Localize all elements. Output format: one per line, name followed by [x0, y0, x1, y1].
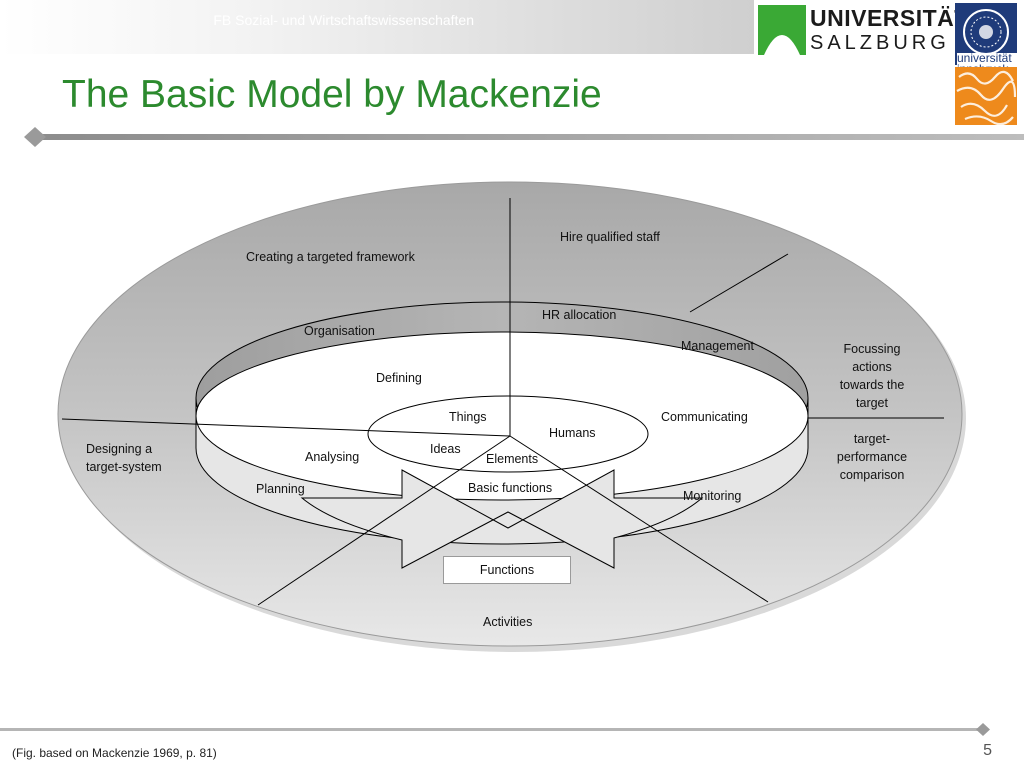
header-bar: FB Sozial- und Wirtschaftswissenschaften: [0, 0, 754, 54]
label-creating-framework: Creating a targeted framework: [246, 250, 415, 264]
label-defining: Defining: [376, 371, 422, 385]
core-ellipse: [367, 395, 649, 473]
label-focussing-line1: Focussing: [843, 342, 901, 356]
label-focussing: Focussing actions towards the target: [826, 340, 918, 412]
label-basic-functions: Basic functions: [468, 481, 553, 495]
label-humans: Humans: [549, 426, 596, 440]
label-focussing-line2: actions: [852, 360, 892, 374]
university-logo-line2: SALZBURG: [810, 32, 950, 54]
label-focussing-line4: target: [856, 396, 888, 410]
slide-title: The Basic Model by Mackenzie: [62, 73, 602, 116]
label-designing-line1: Designing a: [86, 442, 153, 456]
label-management: Management: [681, 339, 754, 353]
label-hire-staff: Hire qualified staff: [560, 230, 660, 244]
divider-lines: [61, 198, 944, 606]
label-comparison-line2: performance: [836, 450, 908, 464]
title-divider: [24, 127, 1024, 147]
functions-arrows: [300, 469, 704, 569]
label-activities: Activities: [483, 615, 533, 629]
innsbruck-pattern-icon: [955, 67, 1017, 125]
label-organisation: Organisation: [304, 324, 375, 338]
mackenzie-model-diagram: [57, 181, 966, 652]
label-comparison-line1: target-: [853, 432, 891, 446]
label-analysing: Analysing: [305, 450, 360, 464]
label-designing-line2: target-system: [86, 460, 162, 474]
innsbruck-logo: universität innsbruck: [955, 3, 1017, 125]
label-focussing-line3: towards the: [839, 378, 905, 392]
figure-source-note: (Fig. based on Mackenzie 1969, p. 81): [12, 746, 217, 760]
page-number: 5: [983, 742, 992, 759]
faculty-name: FB Sozial- und Wirtschaftswissenschaften: [213, 12, 474, 28]
label-elements: Elements: [486, 452, 539, 466]
label-comparison-line3: comparison: [839, 468, 905, 482]
label-designing: Designing a target-system: [86, 440, 162, 476]
label-things: Things: [449, 410, 487, 424]
label-monitoring: Monitoring: [683, 489, 742, 503]
label-comparison: target- performance comparison: [826, 430, 918, 484]
university-salzburg-logo: UNIVERSITÄT SALZBURG: [758, 3, 968, 57]
label-ideas: Ideas: [430, 442, 461, 456]
label-hr-allocation: HR allocation: [542, 308, 617, 322]
label-planning: Planning: [256, 482, 305, 496]
functions-box: Functions: [443, 556, 571, 584]
university-logo-line1: UNIVERSITÄT: [810, 5, 969, 31]
salzburg-mark-icon: [758, 5, 806, 55]
footer-divider: [0, 723, 990, 736]
label-communicating: Communicating: [661, 410, 748, 424]
